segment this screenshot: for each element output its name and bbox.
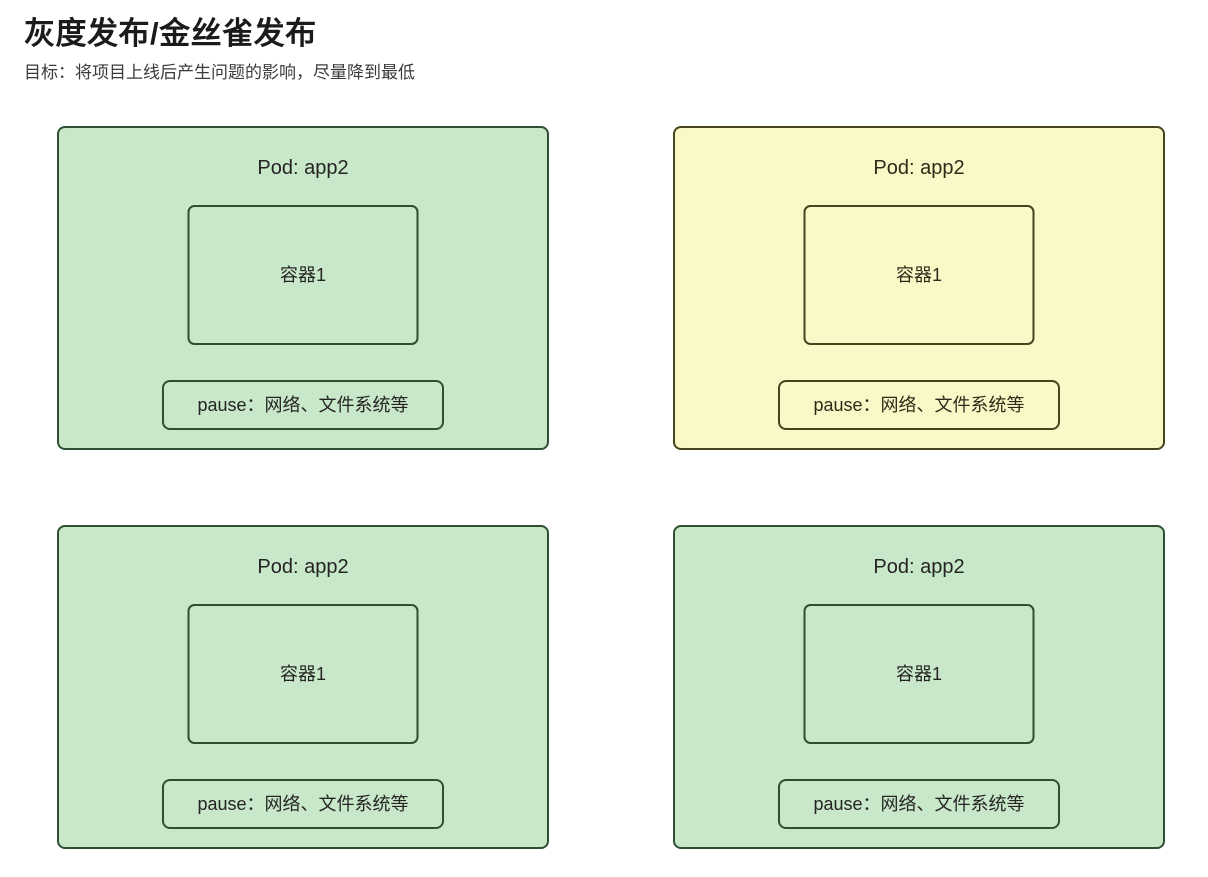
container-label: 容器1 xyxy=(895,265,942,285)
pod-card-top-left[interactable]: Pod: app2 容器1 pause：网络、文件系统等 xyxy=(57,126,549,450)
pod-card-top-right-highlighted[interactable]: Pod: app2 容器1 pause：网络、文件系统等 xyxy=(673,126,1165,450)
pause-label: pause：网络、文件系统等 xyxy=(197,794,409,814)
pod-card-bottom-right[interactable]: Pod: app2 容器1 pause：网络、文件系统等 xyxy=(673,525,1165,849)
container-box[interactable]: 容器1 xyxy=(803,604,1035,744)
pause-label: pause：网络、文件系统等 xyxy=(813,794,1025,814)
pod-title-label: Pod: app2 xyxy=(257,556,349,578)
pause-container-box[interactable]: pause：网络、文件系统等 xyxy=(778,779,1060,829)
container-label: 容器1 xyxy=(279,265,326,285)
pod-diagram-grid: Pod: app2 容器1 pause：网络、文件系统等 Pod: app2 容… xyxy=(57,126,1165,849)
pause-container-box[interactable]: pause：网络、文件系统等 xyxy=(162,779,444,829)
pod-title-label: Pod: app2 xyxy=(873,556,965,578)
pod-card-bottom-left[interactable]: Pod: app2 容器1 pause：网络、文件系统等 xyxy=(57,525,549,849)
pause-container-box[interactable]: pause：网络、文件系统等 xyxy=(162,380,444,430)
container-box[interactable]: 容器1 xyxy=(187,205,419,345)
container-box[interactable]: 容器1 xyxy=(187,604,419,744)
page-title: 灰度发布/金丝雀发布 xyxy=(24,16,317,51)
pause-container-box[interactable]: pause：网络、文件系统等 xyxy=(778,380,1060,430)
container-box[interactable]: 容器1 xyxy=(803,205,1035,345)
page-header: 灰度发布/金丝雀发布 目标：将项目上线后产生问题的影响，尽量降到最低 xyxy=(24,14,1184,86)
container-label: 容器1 xyxy=(279,664,326,684)
pod-title-label: Pod: app2 xyxy=(873,157,965,179)
container-label: 容器1 xyxy=(895,664,942,684)
pod-title-label: Pod: app2 xyxy=(257,157,349,179)
pause-label: pause：网络、文件系统等 xyxy=(813,395,1025,415)
page-subtitle: 目标：将项目上线后产生问题的影响，尽量降到最低 xyxy=(24,63,415,82)
pause-label: pause：网络、文件系统等 xyxy=(197,395,409,415)
